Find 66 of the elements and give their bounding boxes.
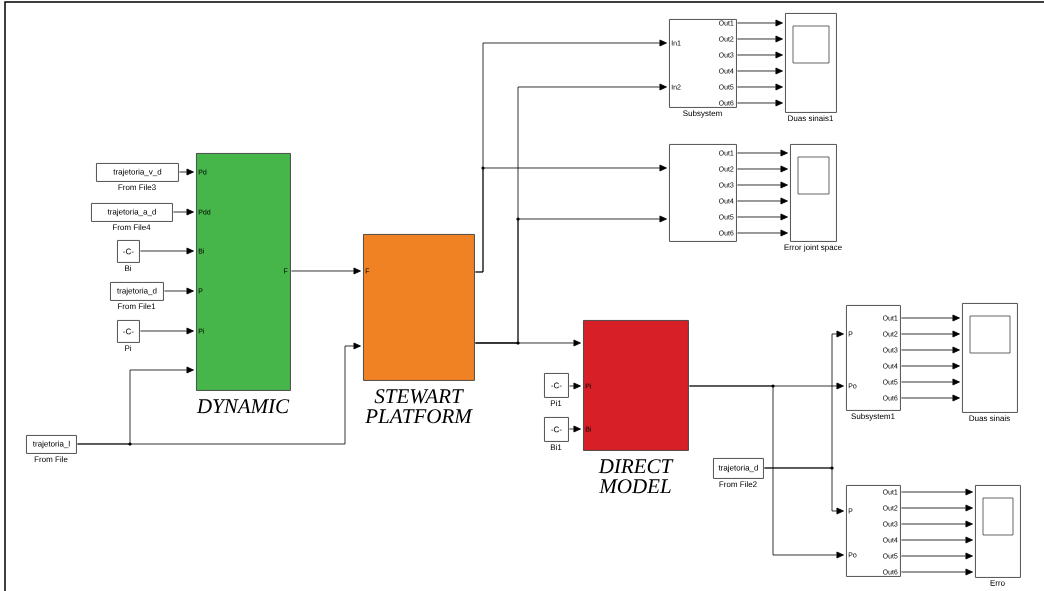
block-caption: Subsystem1 (851, 413, 895, 421)
signal-arrow (901, 520, 973, 528)
block-caption: Subsystem (683, 110, 722, 118)
signal-arrow (140, 247, 194, 255)
signal-arrow (475, 164, 667, 273)
from-file-block: trajetoria_v_d (96, 163, 179, 182)
from-file-block: trajetoria_a_d (91, 203, 173, 222)
signal-arrow (173, 208, 194, 216)
block-caption: Duas sinais1 (788, 115, 833, 122)
signal-arrow (901, 330, 960, 338)
block-caption: Bi (125, 265, 132, 271)
constant-block: -C- (117, 240, 140, 263)
signal-arrow (737, 229, 788, 237)
signal-arrow (737, 213, 788, 221)
signal-arrow (901, 378, 960, 386)
block-caption: Error joint space (784, 244, 842, 252)
signal-arrow (901, 568, 973, 576)
signal-arrow (901, 504, 973, 512)
signal-arrow (140, 327, 194, 335)
block-caption: Erro (990, 580, 1005, 586)
block-caption: From File4 (113, 224, 151, 231)
signal-arrow (901, 488, 973, 496)
signal-arrow (901, 346, 960, 354)
block-caption: Duas sinais (969, 415, 1010, 422)
from-file-block: trajetoria_d (713, 458, 764, 479)
signal-arrow (569, 425, 581, 433)
signal-arrow (737, 99, 783, 107)
subsystem-block (669, 144, 737, 242)
signal-arrow (901, 552, 973, 560)
from-file-block: trajetoria_d (110, 282, 164, 301)
signal-arrow (179, 168, 194, 176)
signal-arrow (77, 342, 361, 445)
block-caption: Pi (125, 345, 132, 351)
block-caption: From File (34, 456, 68, 463)
block-caption: From File3 (118, 184, 156, 191)
block-caption: From File2 (719, 481, 757, 488)
signal-arrow (737, 19, 783, 27)
signal-arrow (689, 385, 844, 559)
signal-arrow (737, 67, 783, 75)
signal-arrow (569, 382, 581, 390)
signal-arrow (737, 197, 788, 205)
signal-arrow (737, 83, 783, 91)
signal-arrow (901, 536, 973, 544)
signal-arrow (901, 362, 960, 370)
signal-arrow (737, 35, 783, 43)
block-title: STEWART PLATFORM (365, 389, 473, 424)
block-caption: From File1 (118, 303, 156, 310)
signal-arrow (291, 267, 361, 275)
signal-arrow (737, 165, 788, 173)
signal-arrow (475, 339, 581, 347)
signal-arrow (737, 181, 788, 189)
subsystem-block (846, 485, 901, 577)
signal-arrow (764, 467, 844, 515)
constant-block: -C- (544, 417, 569, 442)
block-caption: Bi1 (550, 444, 562, 450)
signal-arrow (737, 149, 788, 157)
from-file-block: trajetoria_l (26, 435, 77, 454)
signal-arrow (164, 287, 194, 295)
signal-arrow (901, 394, 960, 402)
block-title: DIRECT MODEL (598, 459, 674, 494)
block-title: DYNAMIC (196, 399, 290, 414)
block-caption: Pi1 (550, 400, 562, 406)
signal-arrow (737, 51, 783, 59)
signal-arrow (901, 314, 960, 322)
constant-block: -C- (117, 320, 140, 343)
constant-block: -C- (544, 373, 569, 398)
